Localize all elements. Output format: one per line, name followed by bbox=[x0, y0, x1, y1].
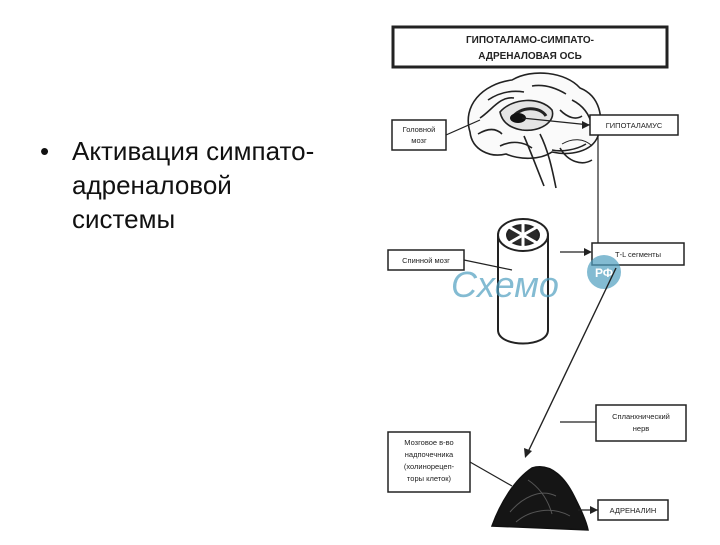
brain-label-line-1: Головной bbox=[403, 125, 436, 134]
watermark-logo: Схемо РФ bbox=[451, 255, 621, 305]
spinal-cord-label: Спинной мозг bbox=[402, 256, 450, 265]
watermark-text: Схемо bbox=[451, 264, 559, 305]
watermark-badge-text: РФ bbox=[595, 266, 613, 280]
brain-illustration bbox=[467, 72, 602, 189]
segments-to-adrenal-arrow-line bbox=[527, 267, 617, 453]
hypothalamus-label: ГИПОТАЛАМУС bbox=[606, 121, 663, 130]
brain-label-line-2: мозг bbox=[411, 136, 427, 145]
brain-label-box: Головной мозг bbox=[391, 119, 447, 151]
brain-pointer-line bbox=[445, 119, 481, 136]
splanchnic-label-line-2: нерв bbox=[633, 424, 649, 433]
bullet-line-1: Активация симпато- bbox=[72, 136, 315, 166]
adrenal-gland-illustration bbox=[490, 466, 589, 531]
adrenal-label-line-4: торы клеток) bbox=[407, 474, 452, 483]
bullet-text: Активация симпато- адреналовой системы bbox=[72, 134, 372, 236]
diagram-title-line-2: АДРЕНАЛОВАЯ ОСЬ bbox=[478, 51, 582, 62]
adrenal-label-line-1: Мозговое в-во bbox=[404, 438, 453, 447]
adrenaline-arrowhead bbox=[590, 506, 598, 514]
sympathoadrenal-axis-diagram: ГИПОТАЛАМО-СИМПАТО- АДРЕНАЛОВАЯ ОСЬ bbox=[360, 0, 720, 545]
spinal-cord-illustration bbox=[497, 218, 549, 345]
splanchnic-label-line-1: Спланхнический bbox=[612, 412, 670, 421]
diagram-canvas: ГИПОТАЛАМО-СИМПАТО- АДРЕНАЛОВАЯ ОСЬ bbox=[387, 25, 687, 531]
bullet-line-2: адреналовой bbox=[72, 170, 232, 200]
adrenal-medulla-label-box: Мозговое в-во надпочечника (холинорецеп-… bbox=[387, 431, 471, 493]
spinal-cord-pointer-line bbox=[463, 259, 513, 271]
hypothalamus-arrowhead bbox=[582, 121, 590, 129]
adrenaline-label: АДРЕНАЛИН bbox=[610, 506, 657, 515]
splanchnic-nerve-label-box: Спланхнический нерв bbox=[595, 404, 687, 442]
watermark-badge-icon bbox=[587, 255, 621, 289]
adrenal-medulla-pointer-line bbox=[469, 461, 513, 487]
bullet-line-3: системы bbox=[72, 204, 176, 234]
segments-label: Т-L сегменты bbox=[615, 250, 661, 259]
adrenaline-label-box: АДРЕНАЛИН bbox=[597, 499, 669, 521]
spinal-cord-label-box: Спинной мозг bbox=[387, 249, 465, 271]
segments-arrowhead bbox=[584, 248, 592, 256]
diagram-title-line-1: ГИПОТАЛАМО-СИМПАТО- bbox=[466, 35, 594, 46]
hypothalamus-pointer-line bbox=[521, 117, 591, 126]
adrenal-label-line-3: (холинорецеп- bbox=[404, 462, 455, 471]
adrenal-label-line-2: надпочечника bbox=[405, 450, 454, 459]
bullet-marker: • bbox=[40, 136, 50, 166]
hypothalamus-label-box: ГИПОТАЛАМУС bbox=[589, 114, 679, 136]
diagram-title-box: ГИПОТАЛАМО-СИМПАТО- АДРЕНАЛОВАЯ ОСЬ bbox=[391, 25, 669, 69]
segments-to-adrenal-arrowhead bbox=[524, 448, 532, 458]
